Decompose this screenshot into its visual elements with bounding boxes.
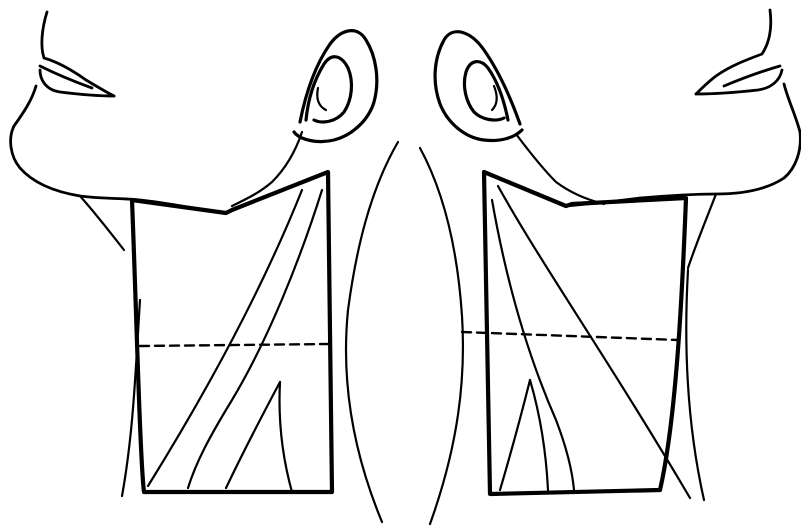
left-ear-outer bbox=[294, 31, 377, 142]
right-anterior-throat-line bbox=[688, 194, 716, 268]
right-chin-jaw-outline bbox=[566, 84, 800, 206]
left-posterior-neck-curve bbox=[346, 142, 398, 522]
left-muscle-line-2 bbox=[188, 190, 322, 488]
right-neck-panel bbox=[420, 10, 800, 524]
left-muscle-line-4 bbox=[280, 382, 293, 492]
right-posterior-neck-curve bbox=[420, 148, 463, 524]
right-ear-inner bbox=[464, 62, 508, 120]
left-anterior-throat-line bbox=[80, 196, 124, 250]
right-behind-ear-line bbox=[516, 134, 604, 204]
right-dashed-reference-line bbox=[462, 332, 678, 340]
left-ear-concha bbox=[317, 88, 326, 110]
left-muscle-line-1 bbox=[148, 190, 302, 486]
right-muscle-line-4 bbox=[500, 380, 530, 490]
left-region-rectangle bbox=[132, 172, 332, 492]
right-mouth-line bbox=[724, 66, 780, 86]
left-neck-panel bbox=[11, 12, 398, 522]
right-throat-lower-line bbox=[686, 270, 704, 500]
left-chin-jaw-outline bbox=[11, 86, 226, 213]
left-dashed-reference-line bbox=[140, 344, 330, 346]
right-ear-concha bbox=[492, 86, 497, 110]
left-mouth-line bbox=[40, 66, 92, 88]
left-ear-inner bbox=[306, 57, 351, 122]
right-ear-outer bbox=[435, 32, 522, 141]
